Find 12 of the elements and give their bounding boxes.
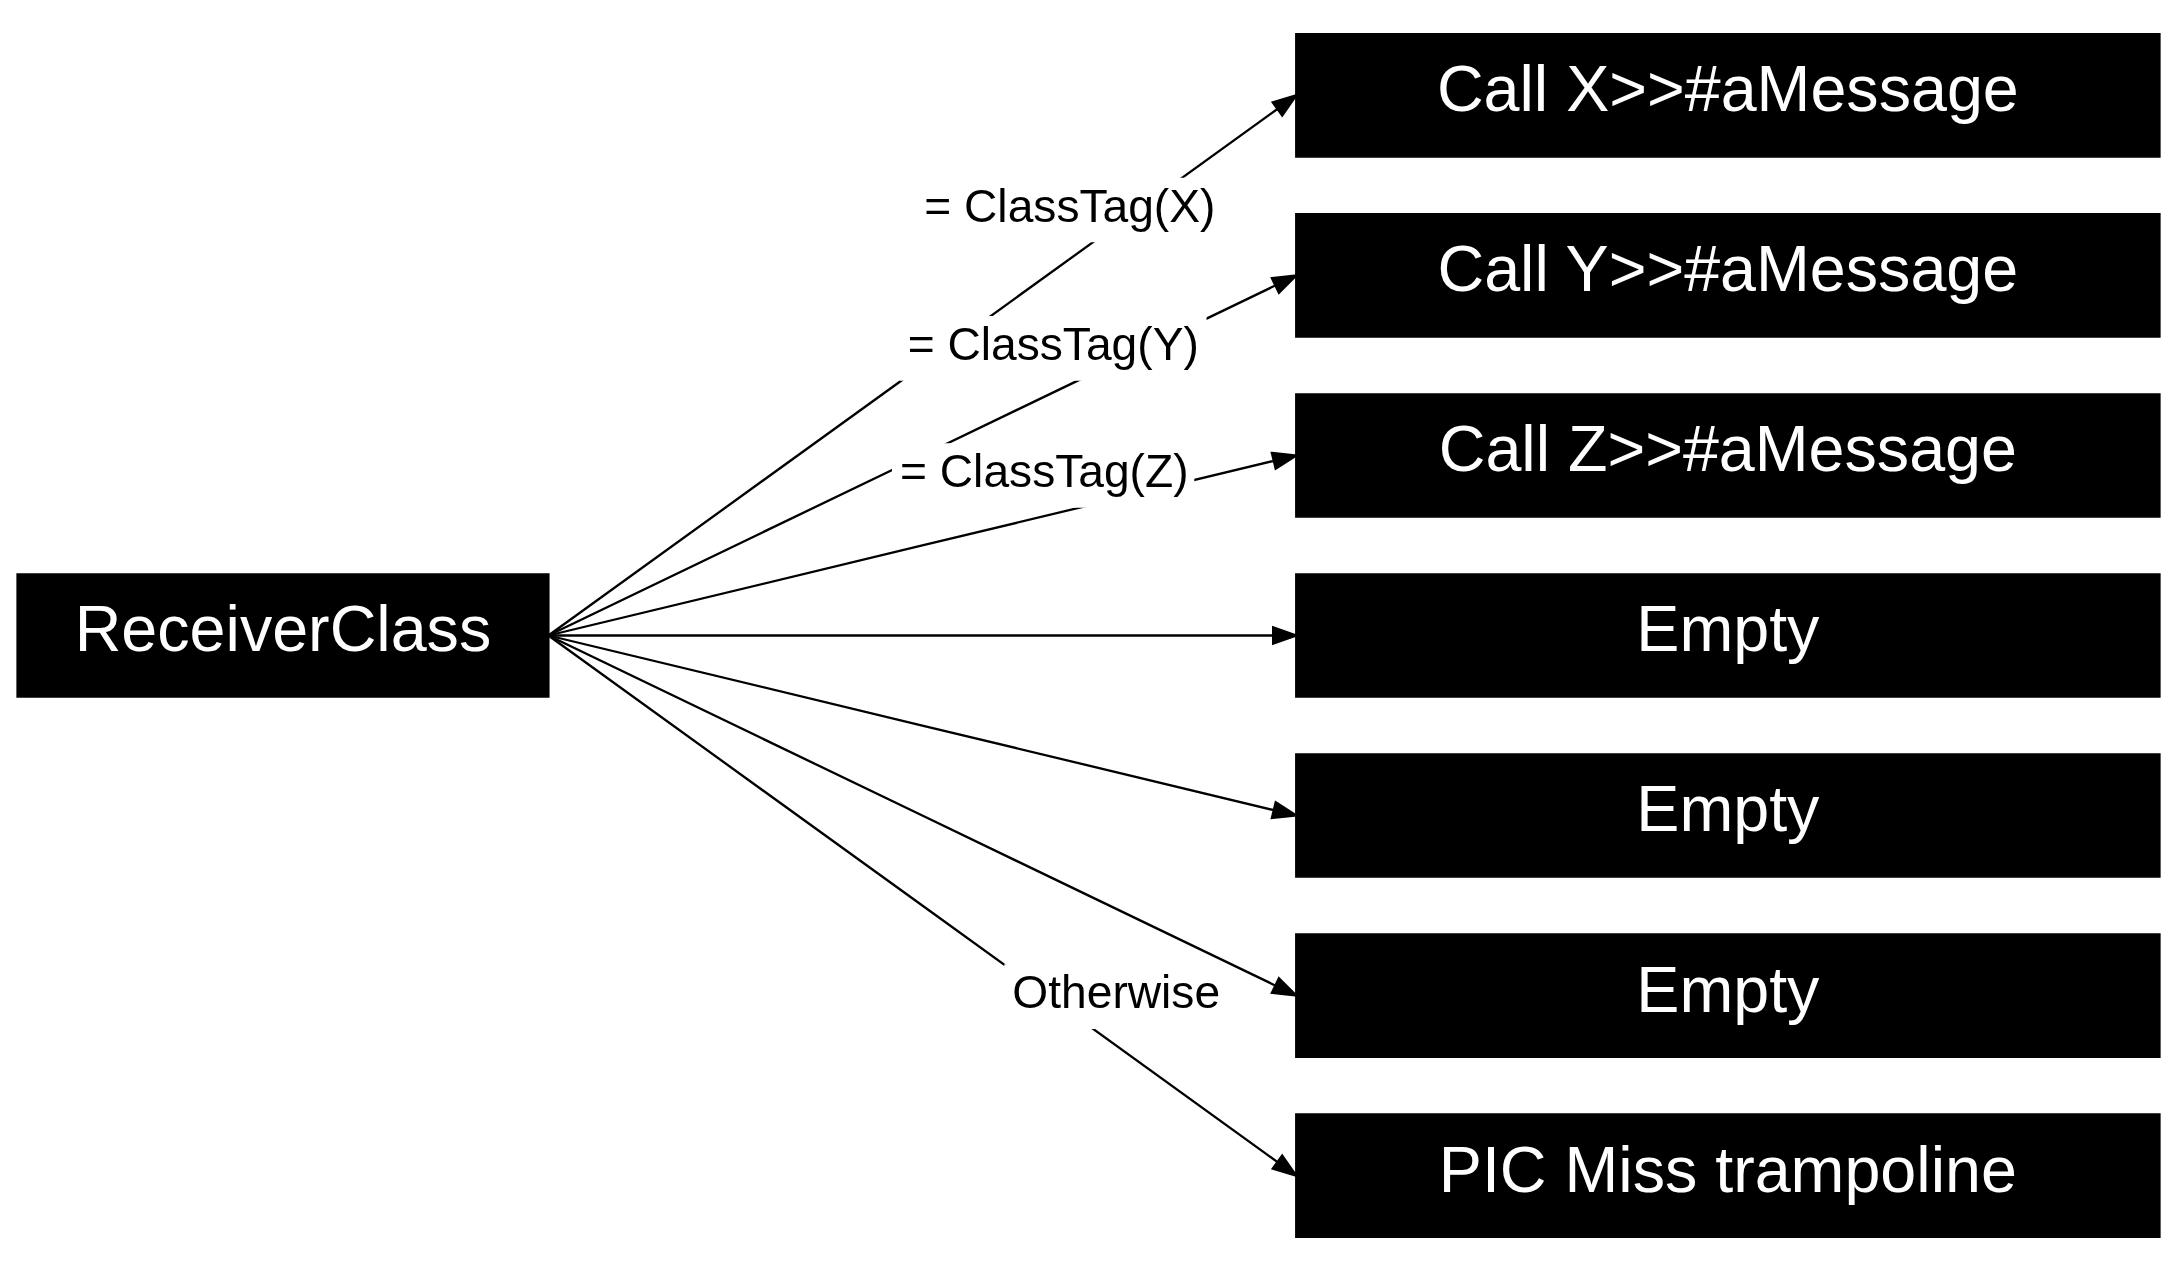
node-box: ReceiverClass — [16, 572, 550, 698]
edge-label: Otherwise — [1012, 965, 1221, 1018]
edge-label: = ClassTag(X) — [924, 179, 1216, 232]
node-box: Call Z>>#aMessage — [1295, 392, 2161, 518]
edge-label: = ClassTag(Z) — [900, 444, 1189, 497]
node-box: Call Y>>#aMessage — [1295, 212, 2161, 338]
node-box: PIC Miss trampoline — [1295, 1112, 2161, 1238]
edge-label: = ClassTag(Y) — [907, 317, 1199, 370]
node-box: Empty — [1295, 572, 2161, 698]
node-box: Empty — [1295, 752, 2161, 878]
node-box: Empty — [1295, 932, 2161, 1058]
node-box: Call X>>#aMessage — [1295, 32, 2161, 158]
